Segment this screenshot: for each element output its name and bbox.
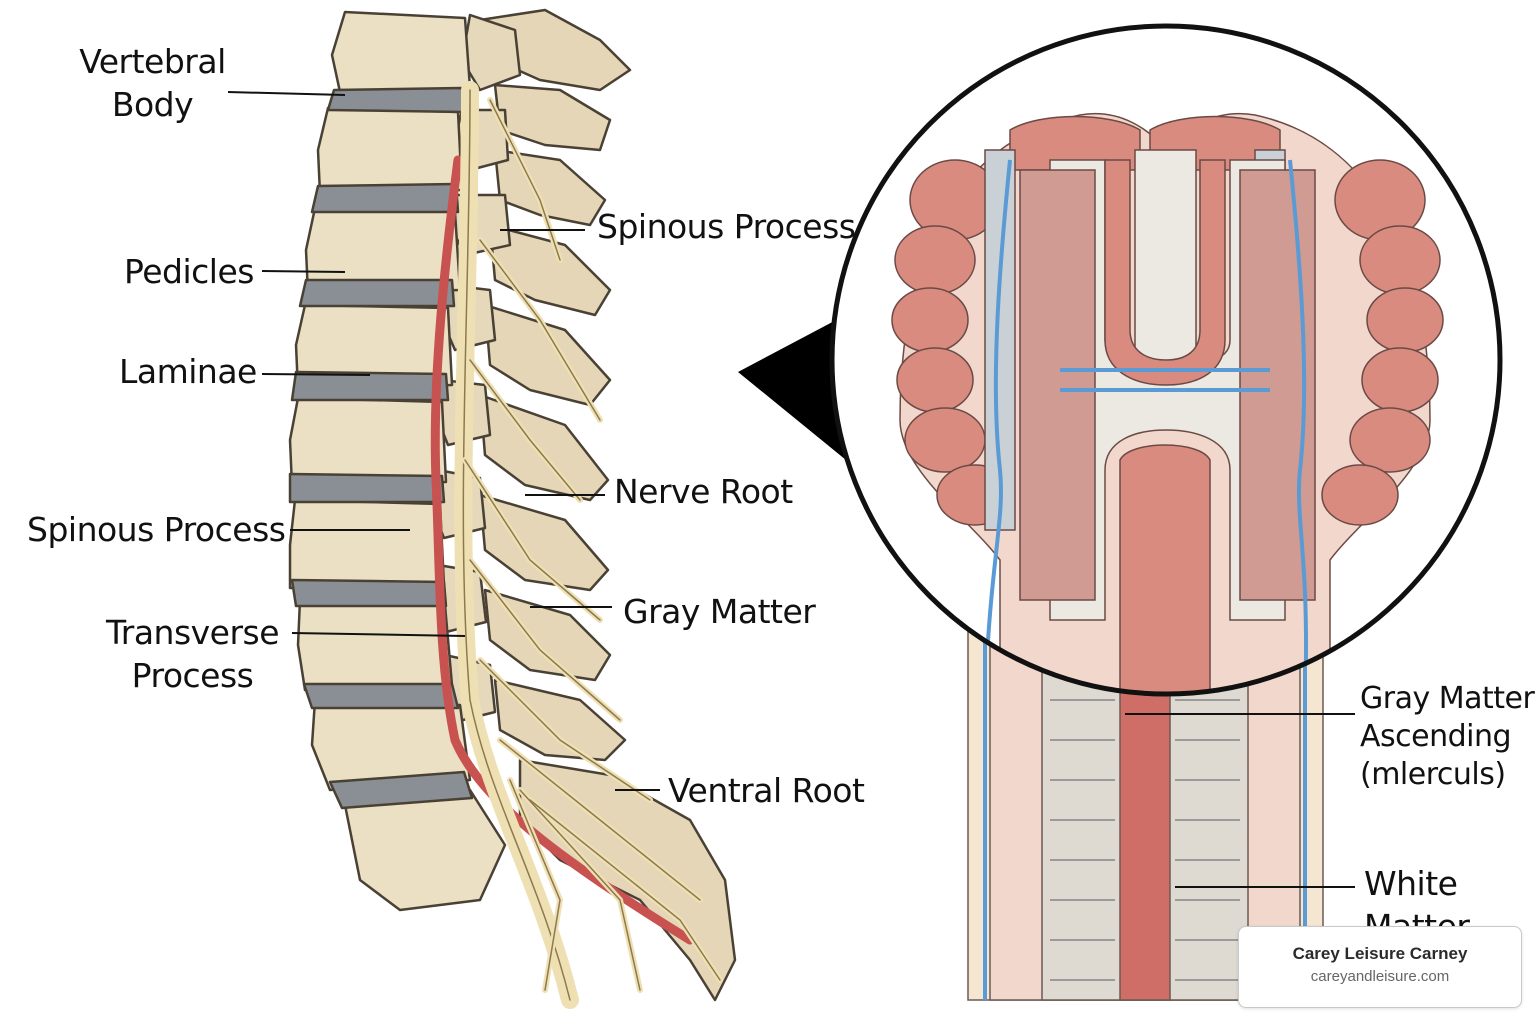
- intervertebral-discs: [288, 86, 474, 810]
- label-gray-matter: Gray Matter: [623, 592, 816, 631]
- label-ventral-root: Ventral Root: [668, 771, 865, 810]
- label-pedicles: Pedicles: [124, 252, 254, 291]
- label-spinous-process-right: Spinous Process: [597, 207, 856, 246]
- zoom-pointer: [738, 318, 846, 460]
- label-laminae: Laminae: [119, 352, 257, 391]
- right-leader-lines: [1125, 713, 1355, 888]
- label-spinous-process-left: Spinous Process: [27, 510, 286, 549]
- watermark-card: Carey Leisure Carney careyandleisure.com: [1238, 926, 1522, 1008]
- white-matter-striations: [1050, 699, 1240, 981]
- label-gray-matter-ascending: Gray Matter Ascending (mlerculs): [1360, 681, 1535, 792]
- left-leader-lines: [227, 91, 660, 791]
- label-vertebral-body: Vertebral Body: [79, 42, 226, 124]
- spinal-cord-detail: [829, 23, 1503, 1001]
- label-nerve-root: Nerve Root: [614, 472, 793, 511]
- nerve-bundle: [454, 81, 723, 1009]
- label-transverse-process: Transverse Process: [105, 613, 280, 695]
- zoom-circle-outline: [829, 23, 1503, 697]
- watermark-name: Carey Leisure Carney: [1292, 944, 1468, 963]
- watermark-url: careyandleisure.com: [1310, 968, 1450, 985]
